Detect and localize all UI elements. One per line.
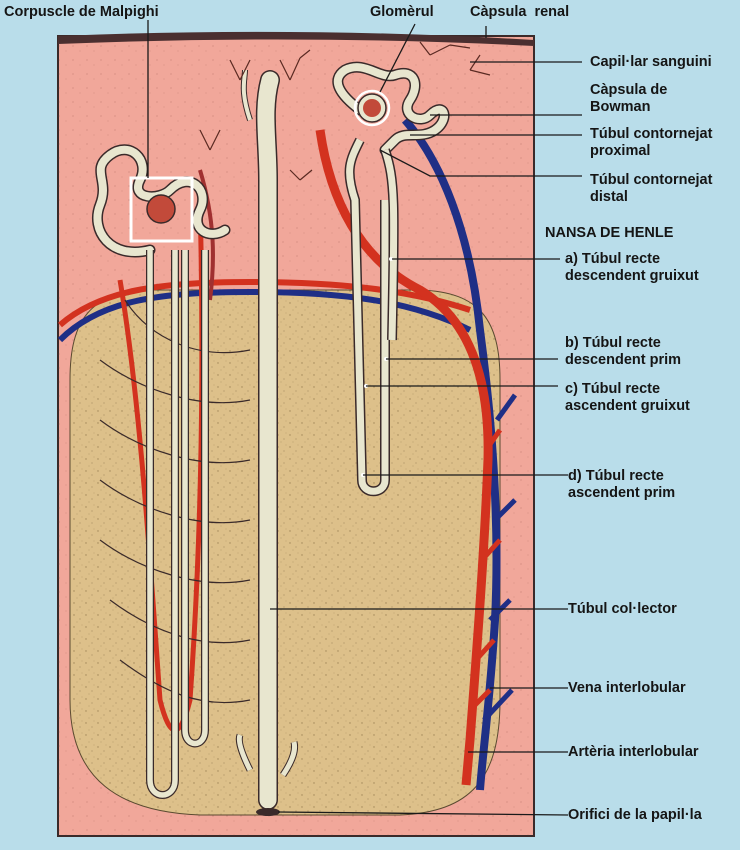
collecting-duct — [235, 69, 299, 816]
label-proximal-line1: Túbul contornejat — [590, 126, 713, 142]
arcuate-artery — [58, 278, 471, 328]
label-bowman-line1: Càpsula de — [590, 82, 668, 98]
leader-lines — [147, 20, 582, 816]
label-glomerulus: Glomèrul — [370, 4, 434, 20]
label-bowman-capsule: Càpsula de Bowman — [590, 82, 667, 116]
glomerulus-highlight-circle — [353, 89, 391, 127]
artery-branch-2 — [480, 538, 502, 562]
label-distal-tubule: Túbul contornejat distal — [590, 172, 712, 206]
label-distal-line2: distal — [590, 189, 628, 205]
malpighi-highlight-box — [129, 176, 194, 243]
vein-branch-3 — [488, 598, 512, 622]
label-renal-capsule: Càpsula renal — [470, 4, 570, 20]
label-distal-line1: Túbul contornejat — [590, 172, 713, 188]
vein-branch-1 — [494, 393, 518, 422]
left-glomerulus — [146, 194, 176, 224]
label-collecting-duct: Túbul col·lector — [568, 601, 677, 617]
label-proximal-line2: proximal — [590, 143, 651, 159]
label-thick-descending: a) Túbul recte descendent gruixut — [565, 251, 699, 285]
arcuate-vein — [57, 288, 472, 343]
artery-branch-3 — [474, 638, 496, 662]
right-glomerulus — [363, 99, 381, 117]
blood-capillaries — [199, 41, 491, 181]
papillary-orifice-shape — [256, 808, 280, 816]
label-bowman-line2: Bowman — [590, 99, 651, 115]
label-loop-of-henle: NANSA DE HENLE — [545, 225, 674, 241]
label-thin-descending-line1: b) Túbul recte — [565, 335, 661, 351]
label-thick-ascending: c) Túbul recte ascendent gruixut — [565, 381, 690, 415]
label-blood-capillary: Capil·lar sanguini — [590, 54, 712, 70]
label-papillary-orifice: Orifici de la papil·la — [568, 807, 702, 823]
label-thick-ascending-line1: c) Túbul recte — [565, 381, 661, 397]
vein-branch-2 — [493, 498, 517, 522]
label-thin-ascending-line1: d) Túbul recte — [568, 468, 664, 484]
label-thick-descending-line1: a) Túbul recte — [565, 251, 661, 267]
right-convoluted-tubules — [332, 61, 450, 497]
label-thin-ascending-line2: ascendent prim — [568, 485, 676, 501]
label-thin-ascending: d) Túbul recte ascendent prim — [568, 468, 675, 502]
label-interlobular-artery: Artèria interlobular — [568, 744, 699, 760]
renal-capsule — [58, 31, 534, 46]
interlobular-vein-vessel — [401, 117, 501, 791]
label-thick-ascending-line2: ascendent gruixut — [565, 398, 690, 414]
label-thin-descending: b) Túbul recte descendent prim — [565, 335, 681, 369]
label-interlobular-vein: Vena interlobular — [568, 680, 686, 696]
label-thin-descending-line2: descendent prim — [565, 352, 682, 368]
vein-branch-4 — [482, 688, 514, 722]
label-thick-descending-line2: descendent gruixut — [565, 268, 699, 284]
label-proximal-tubule: Túbul contornejat proximal — [590, 126, 712, 160]
label-corpuscle: Corpuscle de Malpighi — [4, 4, 159, 20]
left-long-loops — [146, 250, 209, 799]
artery-branch-1 — [483, 428, 503, 452]
artery-branch-4 — [468, 688, 492, 712]
